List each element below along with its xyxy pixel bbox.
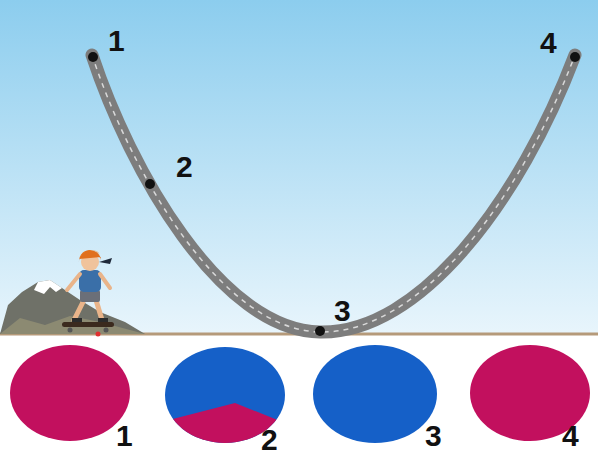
circle-number: 2	[261, 425, 278, 455]
leg	[96, 300, 102, 320]
ground-area	[0, 334, 598, 457]
wheel	[68, 328, 73, 333]
circle-number: 3	[425, 421, 442, 451]
circle-outline	[10, 345, 130, 441]
circle-number: 4	[562, 421, 579, 451]
arm	[67, 274, 80, 290]
helmet	[79, 250, 101, 262]
point-number: 1	[108, 26, 125, 56]
energy-circle: 4	[470, 345, 590, 441]
energy-circle: 1	[10, 345, 130, 441]
track-point	[315, 326, 325, 336]
skate-track	[92, 55, 575, 332]
track-centerline	[92, 55, 575, 332]
point-number: 4	[540, 28, 557, 58]
skateboard	[62, 322, 114, 327]
wheel	[96, 332, 101, 337]
leg	[74, 300, 84, 320]
mountain	[0, 280, 145, 334]
circle-outline	[313, 345, 437, 443]
energy-circle: 2	[165, 347, 285, 443]
mountain-snow	[34, 280, 62, 294]
circle-number: 1	[116, 421, 133, 451]
track-point	[570, 52, 580, 62]
point-number: 3	[334, 296, 351, 326]
sky	[0, 0, 598, 334]
wheel	[104, 328, 109, 333]
energy-fill	[313, 345, 437, 443]
scarf	[99, 258, 112, 264]
point-number: 2	[176, 152, 193, 182]
track-point	[88, 52, 98, 62]
track-point	[145, 179, 155, 189]
energy-fill	[10, 345, 130, 441]
mountain-base	[0, 316, 145, 334]
energy-circle: 3	[313, 345, 437, 443]
shirt	[79, 270, 101, 292]
helmet-top	[80, 250, 100, 258]
skateboarder	[62, 250, 114, 337]
arm	[100, 274, 110, 288]
